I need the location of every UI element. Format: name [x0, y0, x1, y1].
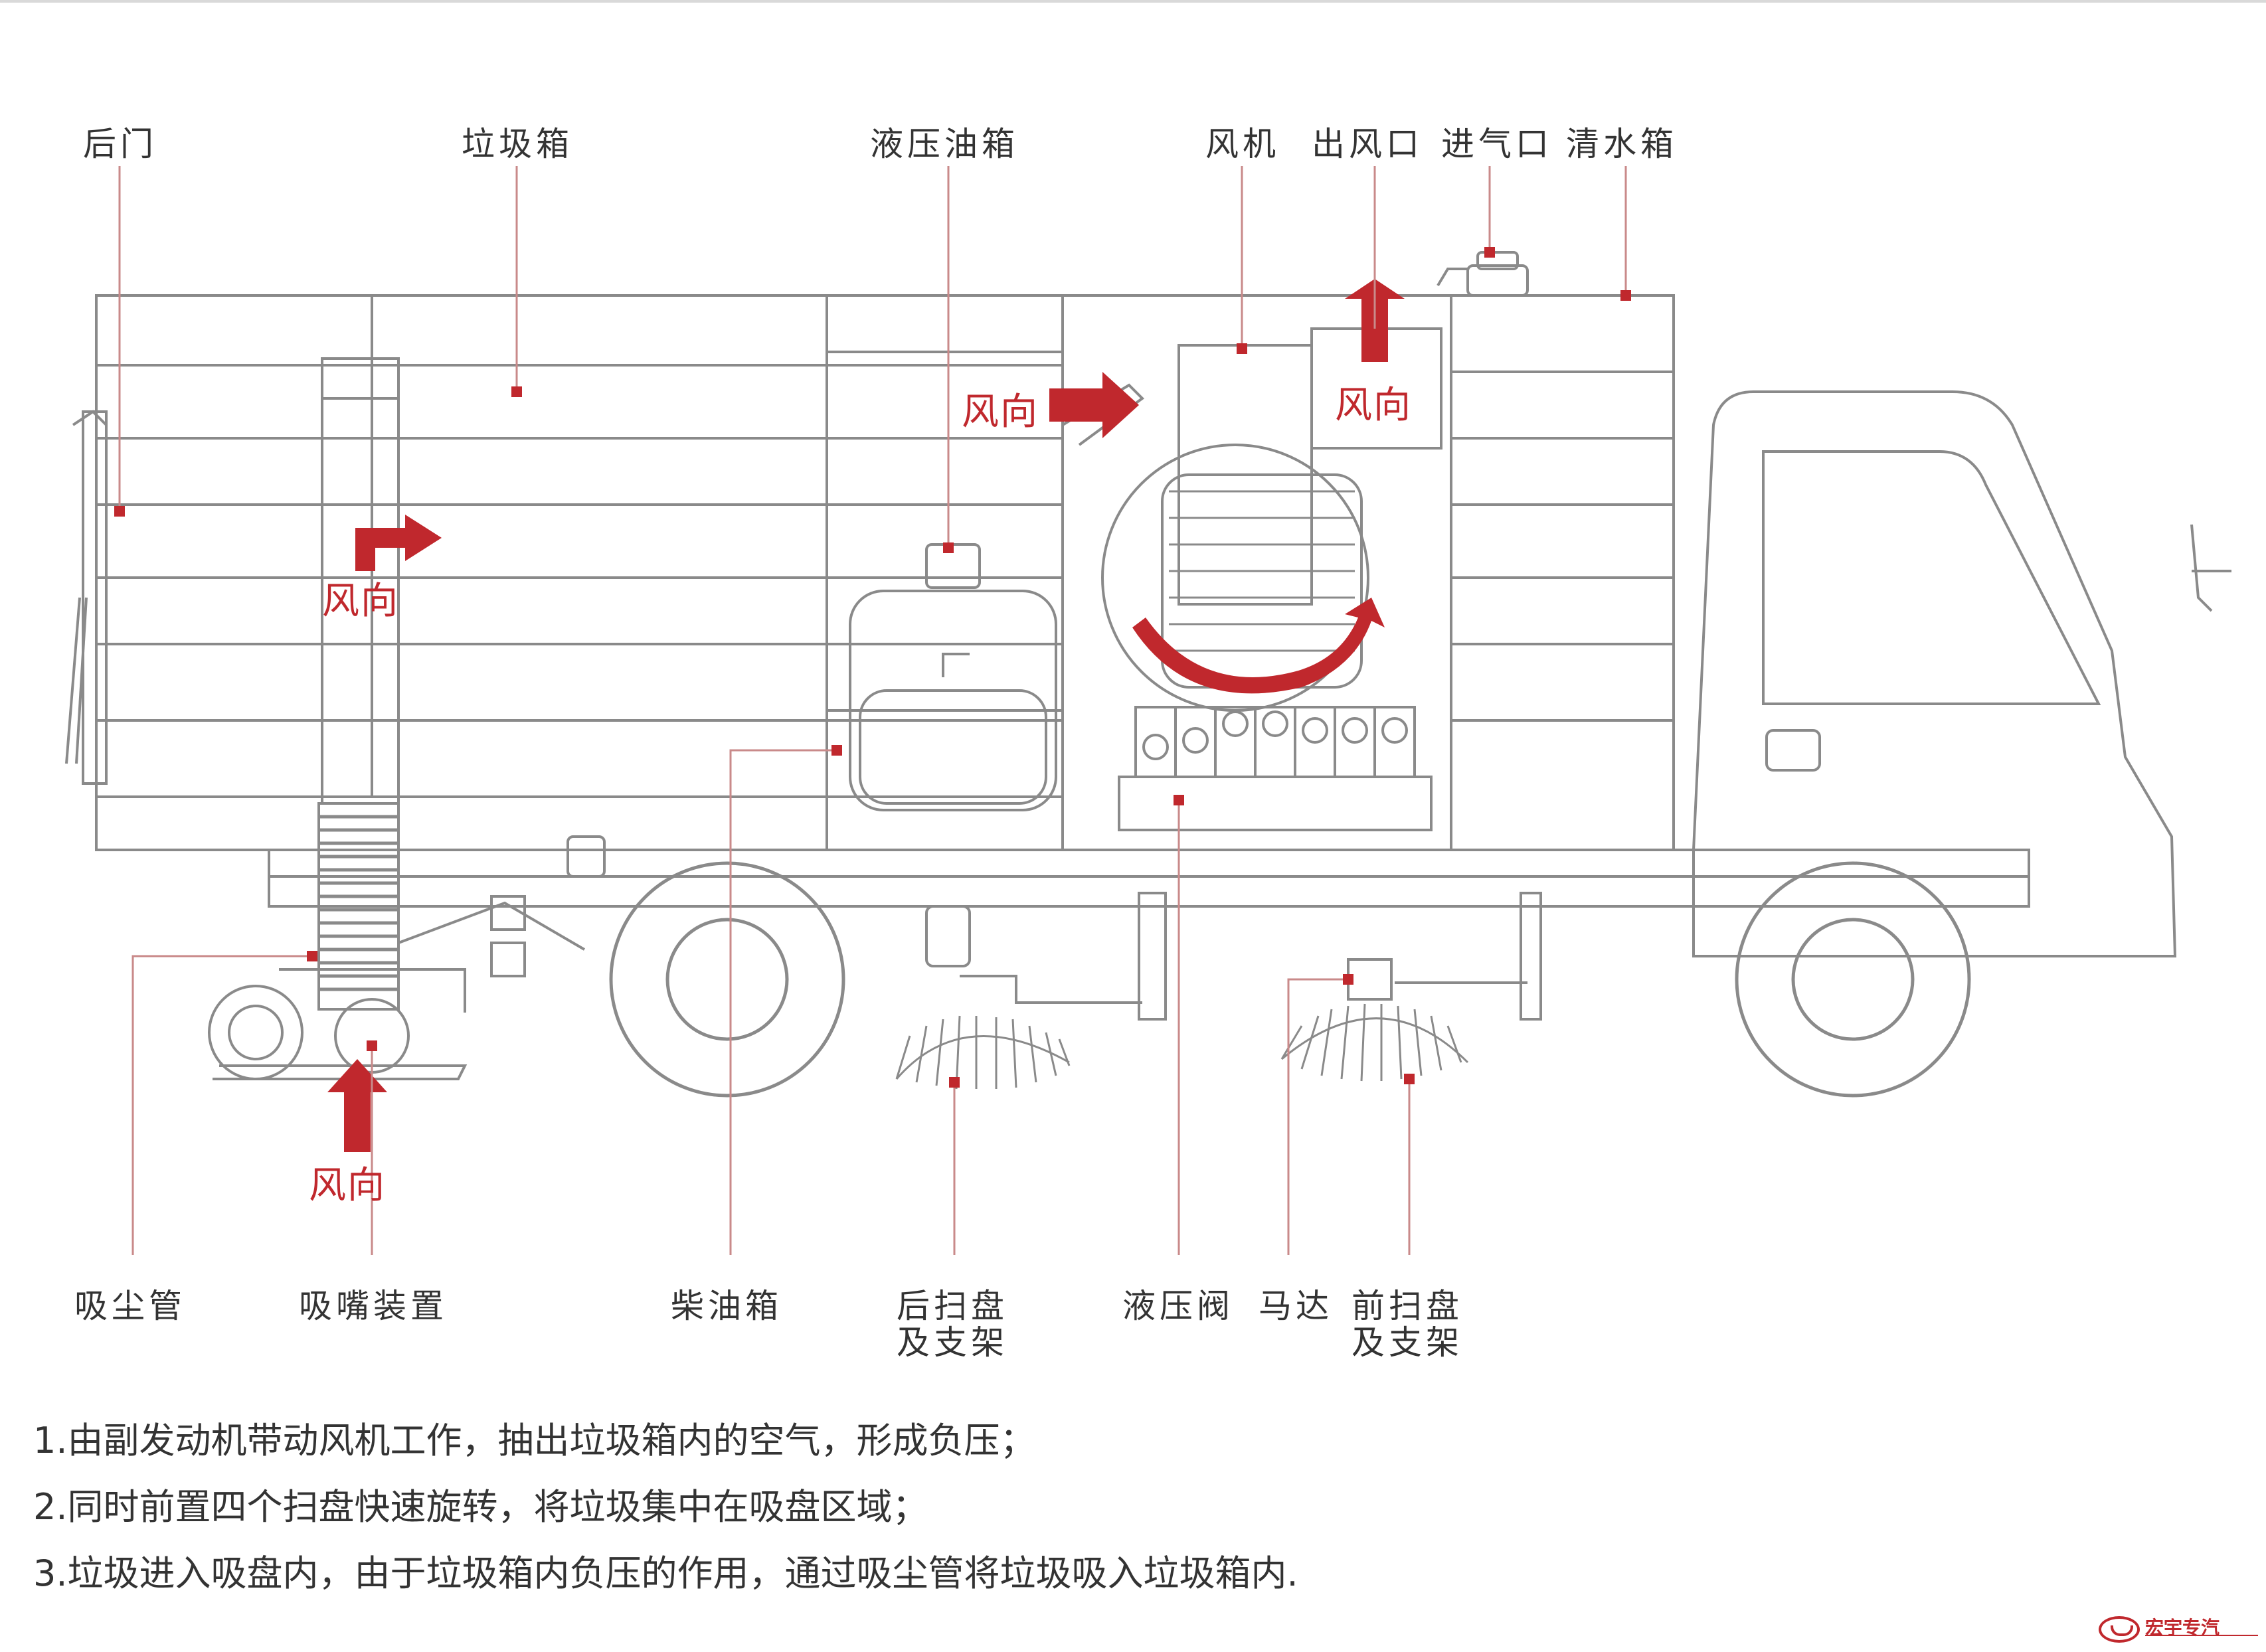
label-fan: 风机 — [1205, 125, 1280, 163]
rear-wheel — [609, 861, 845, 1098]
note-3: 3.垃圾进入吸盘内，由于垃圾箱内负压的作用，通过吸尘管将垃圾吸入垃圾箱内. — [33, 1552, 1298, 1594]
label-garbage-bin: 垃圾箱 — [462, 125, 573, 163]
leader-dots — [114, 247, 1631, 1088]
wind-label-outlet: 风向 — [1335, 384, 1412, 427]
hydraulic-oil-tank — [826, 351, 1064, 811]
label-suction-nozzle: 吸嘴装置 — [299, 1287, 448, 1325]
label-diesel-tank: 柴油箱 — [671, 1287, 782, 1325]
wind-label-nozzle: 风向 — [309, 1164, 386, 1207]
garbage-bin-body — [65, 294, 1675, 851]
label-rear-broom: 后扫盘 及支架 — [897, 1288, 1008, 1361]
wind-label-bin: 风向 — [322, 580, 399, 623]
front-broom — [1280, 1003, 1469, 1082]
label-suction-pipe: 吸尘管 — [74, 1287, 186, 1325]
label-front-broom: 前扫盘 及支架 — [1351, 1288, 1463, 1361]
clean-water-tank — [1437, 251, 1675, 851]
label-air-outlet: 出风口 — [1312, 125, 1423, 163]
suction-pipe — [317, 357, 400, 1011]
label-hydraulic-oil-tank: 液压油箱 — [870, 125, 1019, 163]
note-1: 1.由副发动机带动风机工作，抽出垃圾箱内的空气，形成负压； — [33, 1420, 1036, 1461]
label-air-inlet: 进气口 — [1441, 125, 1553, 163]
leader-lines — [118, 166, 1627, 1255]
brand-logo-icon — [2099, 1616, 2140, 1643]
note-2: 2.同时前置四个扫盘快速旋转，将垃圾集中在吸盘区域； — [33, 1486, 928, 1528]
label-motor: 马达 — [1259, 1287, 1333, 1325]
label-clean-water-tank: 清水箱 — [1566, 125, 1678, 163]
hydraulic-valve-block — [1118, 706, 1433, 831]
brand-logo: 宏宇专汽 — [2099, 1613, 2261, 1647]
truck-cab — [1692, 390, 2231, 957]
label-front-broom-line1: 前扫盘 — [1351, 1287, 1463, 1325]
front-wheel — [1735, 861, 1971, 1098]
label-rear-broom-line2: 及支架 — [897, 1323, 1008, 1362]
brand-logo-underline — [2145, 1635, 2258, 1640]
label-front-broom-line2: 及支架 — [1351, 1323, 1463, 1362]
rear-broom — [895, 1015, 1071, 1090]
label-rear-door: 后门 — [83, 125, 157, 163]
label-hydraulic-valve: 液压阀 — [1122, 1287, 1234, 1325]
wind-label-inlet: 风向 — [962, 390, 1039, 434]
suction-nozzle-assembly — [208, 968, 468, 1080]
chassis — [268, 835, 2030, 1021]
top-border — [0, 0, 2266, 3]
label-rear-broom-line1: 后扫盘 — [897, 1287, 1008, 1325]
